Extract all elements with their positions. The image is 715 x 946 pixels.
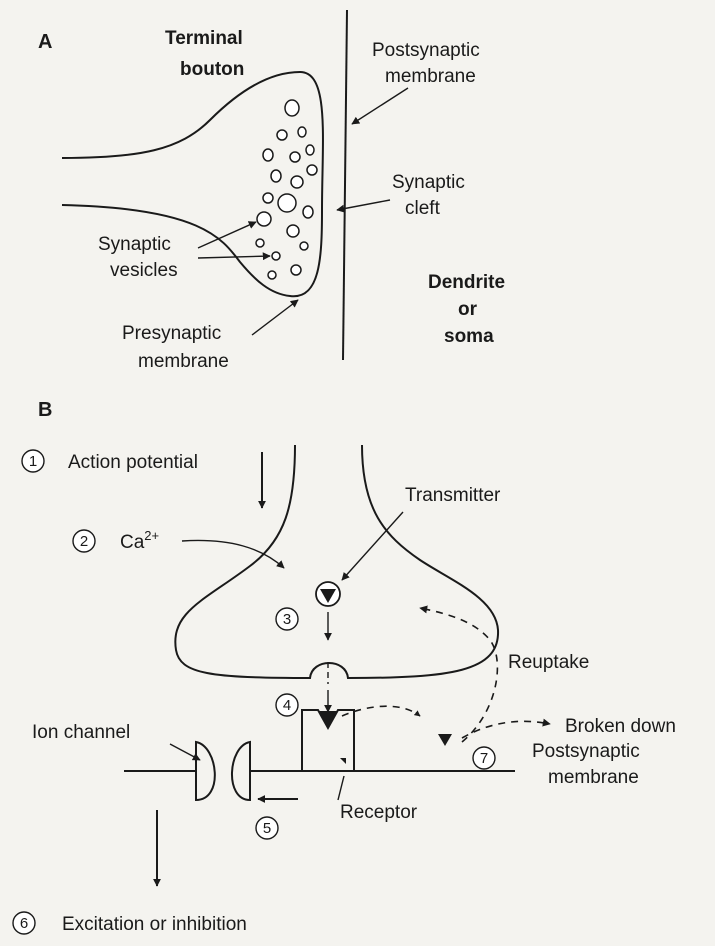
- synaptic-vesicles-pointer-1: [198, 222, 256, 248]
- terminal-bouton-outline: [62, 72, 323, 296]
- receptor-mark: [340, 758, 346, 764]
- reuptake-label: Reuptake: [508, 652, 589, 673]
- synaptic-vesicles-label-line1: Synaptic: [98, 234, 171, 255]
- step-2-number: 2: [80, 533, 88, 550]
- bound-transmitter: [318, 711, 338, 728]
- step-3-number: 3: [283, 611, 291, 628]
- calcium-arrow: [182, 540, 284, 568]
- terminal-bouton-label-line1: Terminal: [165, 28, 243, 49]
- panel-b-letter: B: [38, 399, 52, 421]
- ion-channel-left: [196, 742, 215, 800]
- dendrite-or-soma-line1: Dendrite: [428, 272, 505, 293]
- step-1-number: 1: [29, 453, 37, 470]
- panel-b: B 1 Action potential 2 Ca2+ Transmitter …: [13, 399, 676, 935]
- ion-channel-right: [232, 742, 250, 800]
- postsynaptic-membrane-label-line2: membrane: [385, 66, 476, 87]
- postsynaptic-membrane-label-line1: Postsynaptic: [372, 40, 480, 61]
- dendrite-or-soma-line3: soma: [444, 326, 494, 347]
- step-5-number: 5: [263, 820, 271, 837]
- step-7-number: 7: [480, 750, 488, 767]
- receptor-label: Receptor: [340, 802, 418, 823]
- postsynaptic-membrane-pointer: [352, 88, 408, 124]
- step-1-label: Action potential: [68, 452, 198, 473]
- transmitter-label: Transmitter: [405, 485, 501, 506]
- synaptic-cleft-label-line2: cleft: [405, 198, 441, 219]
- panel-a: A Terminal bouton: [38, 10, 505, 372]
- step-6-number: 6: [20, 915, 28, 932]
- dendrite-or-soma-line2: or: [458, 299, 478, 320]
- synaptic-vesicles-pointer-2: [198, 256, 270, 258]
- step-4-number: 4: [283, 697, 291, 714]
- broken-down-label: Broken down: [565, 716, 676, 737]
- postsynaptic-membrane-b-line2: membrane: [548, 767, 639, 788]
- transmitter-pointer: [342, 512, 403, 580]
- terminal-bouton-label-line2: bouton: [180, 59, 244, 80]
- synaptic-vesicles-label-line2: vesicles: [110, 260, 178, 281]
- panel-a-letter: A: [38, 31, 52, 53]
- calcium-symbol: Ca: [120, 532, 145, 553]
- receptor-pointer: [338, 776, 344, 800]
- presynaptic-terminal-outline: [175, 445, 498, 678]
- free-transmitter: [438, 734, 452, 746]
- presynaptic-membrane-label-line1: Presynaptic: [122, 323, 221, 344]
- step-6-label: Excitation or inhibition: [62, 914, 247, 935]
- presynaptic-membrane-label-line2: membrane: [138, 351, 229, 372]
- postsynaptic-membrane-b-line1: Postsynaptic: [532, 741, 640, 762]
- synaptic-vesicles: [256, 100, 317, 279]
- postsynaptic-membrane-line: [343, 10, 347, 360]
- presynaptic-membrane-pointer: [252, 300, 298, 335]
- calcium-label: Ca2+: [120, 528, 159, 553]
- calcium-charge: 2+: [144, 528, 159, 543]
- ion-channel-label: Ion channel: [32, 722, 130, 743]
- synaptic-cleft-label-line1: Synaptic: [392, 172, 465, 193]
